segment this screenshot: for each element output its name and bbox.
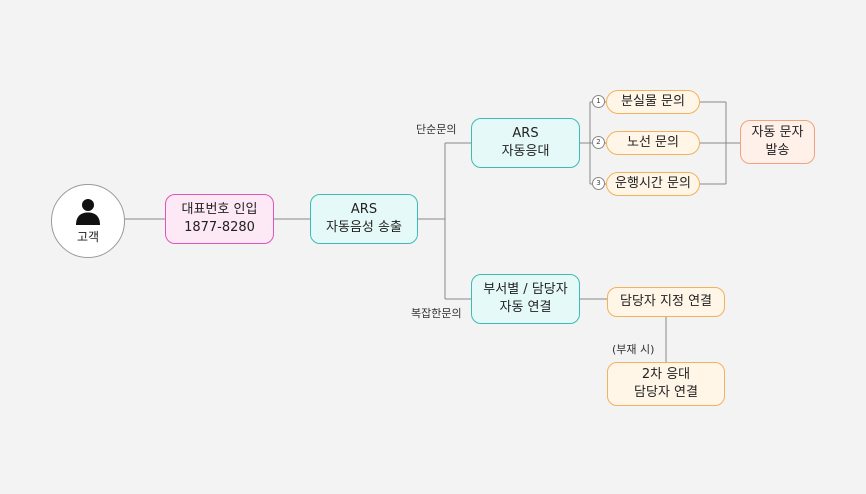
person-icon	[76, 198, 100, 225]
complex-inquiry-label: 복잡한문의	[411, 307, 462, 320]
option-schedule: 운행시간 문의	[606, 172, 700, 196]
option-lost-items: 분실물 문의	[606, 90, 700, 114]
option-route: 노선 문의	[606, 131, 700, 155]
option-badge-1: 1	[592, 95, 605, 108]
department-connect-desc: 자동 연결	[499, 300, 552, 315]
main-number-value: 1877-8280	[184, 220, 255, 235]
department-connect-node: 부서별 / 담당자 자동 연결	[471, 274, 580, 324]
secondary-response-line1: 2차 응대	[641, 367, 691, 382]
assigned-connect-label: 담당자 지정 연결	[620, 294, 712, 309]
secondary-response-node: 2차 응대 담당자 연결	[607, 362, 725, 406]
auto-sms-line1: 자동 문자	[751, 125, 804, 140]
option-route-label: 노선 문의	[627, 135, 679, 150]
ars-auto-response-title: ARS	[512, 126, 539, 141]
auto-sms-node: 자동 문자 발송	[740, 120, 815, 164]
simple-inquiry-label: 단순문의	[416, 123, 457, 136]
department-connect-title: 부서별 / 담당자	[483, 282, 568, 297]
customer-node: 고객	[51, 184, 125, 258]
auto-sms-line2: 발송	[765, 143, 790, 158]
assigned-connect-node: 담당자 지정 연결	[607, 287, 725, 317]
main-number-node: 대표번호 인입 1877-8280	[165, 194, 274, 244]
customer-label: 고객	[76, 229, 100, 244]
ars-voice-node: ARS 자동음성 송출	[310, 194, 418, 244]
absent-label: (부재 시)	[612, 343, 655, 356]
ars-voice-title: ARS	[350, 202, 378, 217]
ars-auto-response-node: ARS 자동응대	[471, 118, 580, 168]
secondary-response-line2: 담당자 연결	[634, 385, 698, 400]
main-number-title: 대표번호 인입	[181, 202, 258, 217]
option-badge-2: 2	[592, 136, 605, 149]
ars-voice-desc: 자동음성 송출	[326, 220, 402, 235]
option-badge-3: 3	[592, 177, 605, 190]
option-lost-items-label: 분실물 문의	[621, 94, 685, 109]
ars-auto-response-desc: 자동응대	[501, 144, 550, 159]
option-schedule-label: 운행시간 문의	[615, 176, 691, 191]
